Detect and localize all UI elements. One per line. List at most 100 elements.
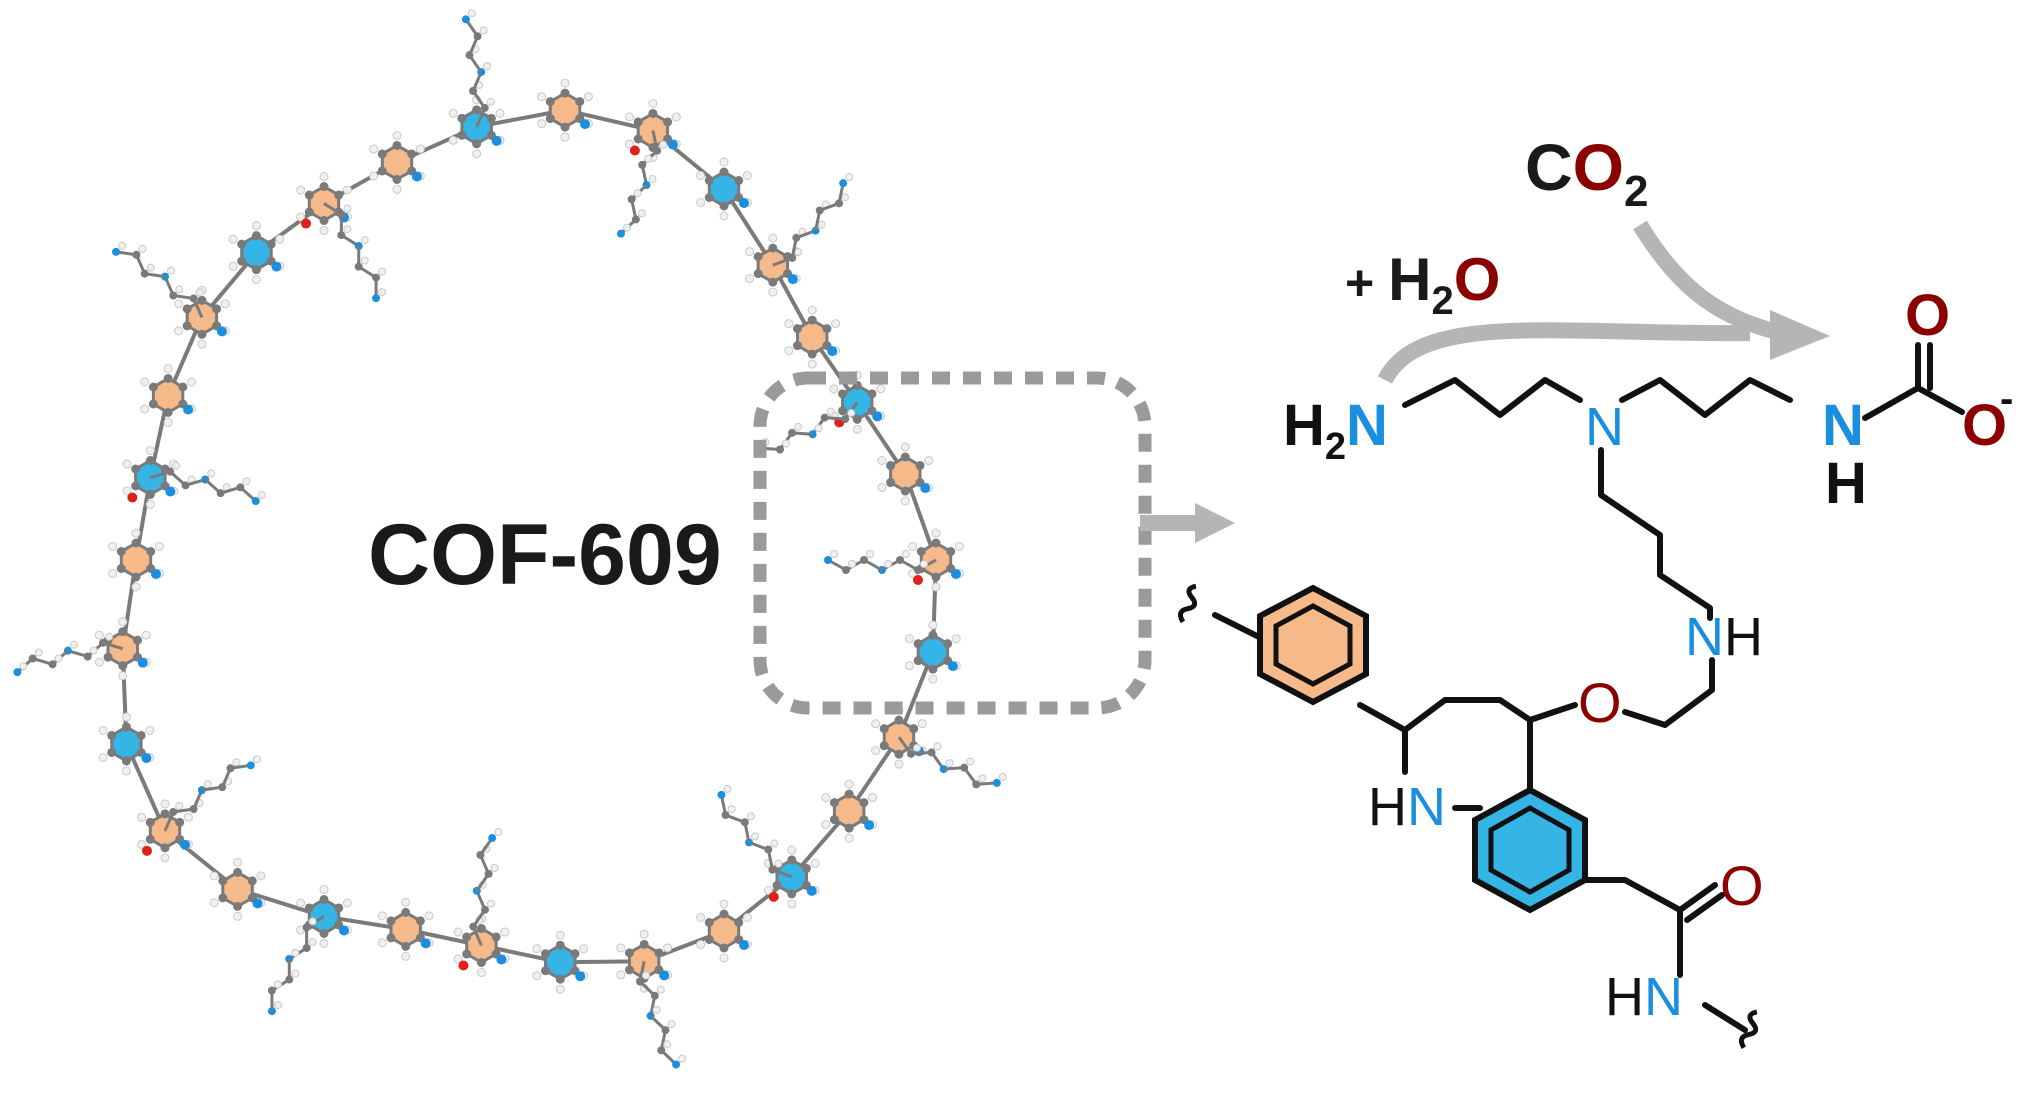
hydrogen-atom <box>770 839 779 848</box>
hydrogen-atom <box>917 719 927 729</box>
carbon-atom <box>491 932 501 942</box>
hydrogen-atom <box>794 422 803 431</box>
hydrogen-atom <box>495 108 505 118</box>
hydrogen-atom <box>121 766 131 776</box>
nitrogen-atom <box>839 179 848 188</box>
hydrogen-atom <box>744 247 754 257</box>
carbamate-h-label: H <box>1825 451 1867 516</box>
carbon-atom <box>386 933 396 943</box>
hydrogen-atom <box>415 144 425 154</box>
hydrogen-atom <box>830 550 838 558</box>
anion-charge-label: - <box>2000 377 2013 421</box>
hydrogen-atom <box>494 828 503 837</box>
hydrogen-atom <box>719 211 729 221</box>
carbon-atom <box>719 909 729 919</box>
carbon-atom <box>319 216 329 226</box>
carbon-atom <box>704 192 714 202</box>
carbon-atom <box>160 809 170 819</box>
carbon-atom <box>886 461 896 471</box>
carbon-atom <box>131 538 141 548</box>
hydrogen-atom <box>319 226 329 236</box>
carbon-atom <box>319 928 329 938</box>
nitrogen-atom <box>667 139 678 150</box>
ring-nh-label: HN <box>1368 777 1446 837</box>
hydrogen-atom <box>19 662 28 671</box>
carbon-atom <box>163 374 173 384</box>
hydrogen-atom <box>183 812 193 822</box>
carbon-atom <box>719 943 729 953</box>
hydrogen-atom <box>954 542 964 551</box>
carbon-atom <box>575 97 585 107</box>
phenyl-unit <box>221 870 254 909</box>
hydrogen-atom <box>291 969 300 978</box>
carbon-atom <box>913 639 923 649</box>
hydrogen-atom <box>648 98 658 108</box>
nitrogen-atom <box>787 274 798 285</box>
hydrogen-atom <box>905 634 915 644</box>
amide-nh-n: N <box>1644 967 1683 1027</box>
nitrogen-atom <box>717 790 726 799</box>
benzo-unit <box>916 633 950 671</box>
co2-capture-arrows <box>1377 220 1830 384</box>
amide-o-label: O <box>1720 854 1764 917</box>
carbon-atom <box>304 903 314 913</box>
hydrogen-atom <box>369 144 379 154</box>
nitrogen-atom <box>179 839 190 850</box>
carbon-atom <box>928 630 938 640</box>
carbon-atom <box>946 547 956 556</box>
carbon-atom <box>118 627 128 637</box>
hydrogen-atom <box>69 640 78 649</box>
carbon-atom <box>182 304 192 314</box>
hydrogen-atom <box>163 364 173 374</box>
hydrogen-atom <box>744 274 754 284</box>
carbon-atom <box>121 756 131 766</box>
water-o: O <box>1454 246 1501 313</box>
hydrogen-atom <box>877 483 887 493</box>
carbon-atom <box>457 130 467 140</box>
carbon-atom <box>145 817 155 827</box>
hydrogen-atom <box>648 175 657 184</box>
hydrogen-atom <box>209 871 219 881</box>
carbon-atom <box>844 789 854 799</box>
carbon-atom <box>639 939 649 949</box>
hydrogen-atom <box>868 793 878 803</box>
nitrogen-atom <box>151 569 161 579</box>
carbon-atom <box>560 122 570 132</box>
hydrogen-atom <box>424 911 434 921</box>
carbon-atom <box>648 108 658 118</box>
carbon-atom <box>401 907 411 917</box>
carbon-atom <box>704 935 714 945</box>
carbon-atom <box>148 399 158 409</box>
nitrogen-atom <box>824 556 832 564</box>
hydrogen-atom <box>476 968 486 978</box>
hydrogen-atom <box>928 620 938 630</box>
hydrogen-atom <box>931 582 941 592</box>
hydrogen-atom <box>94 630 104 640</box>
hydrogen-atom <box>884 560 892 568</box>
hydrogen-atom <box>951 634 961 644</box>
hydrogen-atom <box>122 486 132 496</box>
carbon-atom <box>886 478 896 488</box>
carbon-atom <box>103 652 113 662</box>
carbon-atom <box>545 114 555 124</box>
oxygen-atom <box>913 575 923 585</box>
hydrogen-atom <box>847 409 856 418</box>
carbon-atom <box>931 538 941 548</box>
carbon-atom <box>457 113 467 123</box>
hydrogen-atom <box>532 944 542 954</box>
hydrogen-atom <box>54 654 63 663</box>
co2-c: C <box>1525 130 1573 204</box>
carbon-atom <box>377 166 387 176</box>
hydrogen-atom <box>781 439 790 448</box>
hydrogen-atom <box>174 326 184 336</box>
carbon-atom <box>247 876 257 886</box>
hydrogen-atom <box>207 469 216 478</box>
co2-subscript: 2 <box>1624 167 1648 216</box>
carbon-atom <box>541 949 551 959</box>
phenyl-unit <box>796 318 829 356</box>
hydrogen-atom <box>784 319 794 329</box>
terminal-amine-label: H2N <box>1283 393 1388 468</box>
hydrogen-atom <box>187 377 197 387</box>
hydrogen-atom <box>360 236 369 245</box>
co2-label: CO2 <box>1525 130 1649 216</box>
